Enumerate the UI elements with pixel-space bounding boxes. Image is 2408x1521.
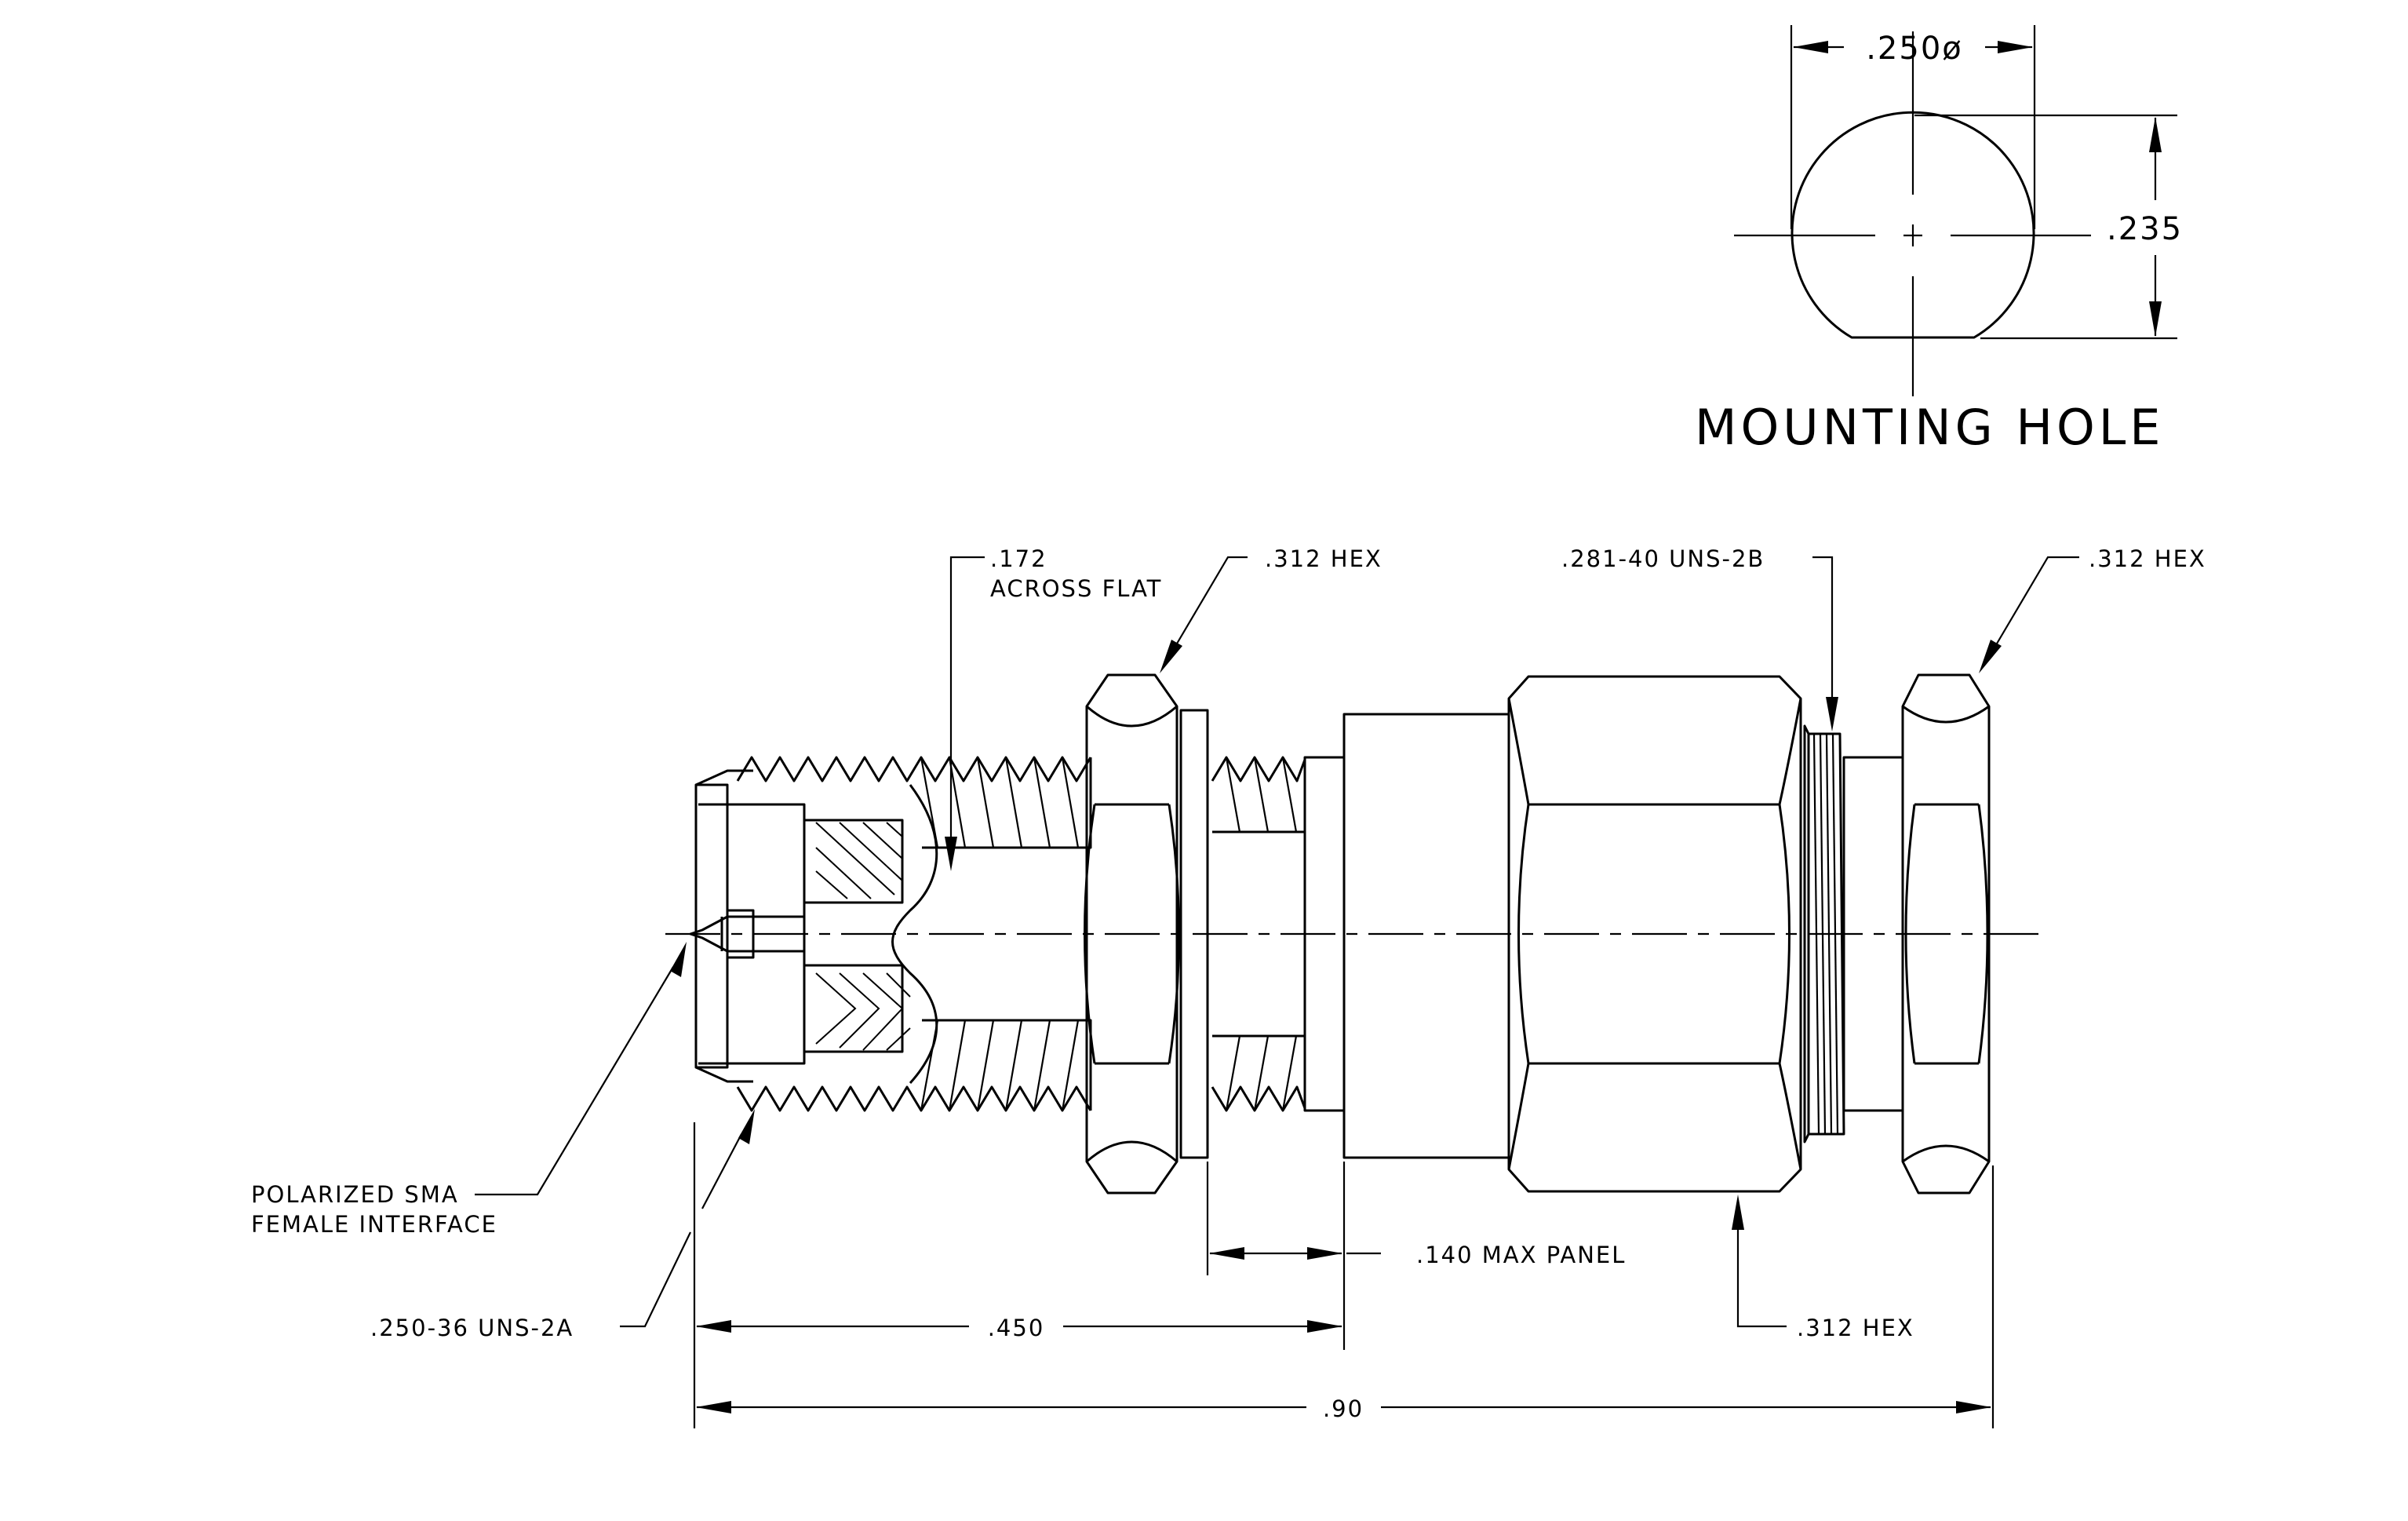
connector-side-view bbox=[665, 673, 2044, 1195]
front-thread-lower bbox=[736, 1085, 1092, 1112]
flange-cham-top bbox=[695, 769, 753, 786]
interface-bore bbox=[727, 909, 755, 959]
dia-arrow-right bbox=[1998, 41, 2033, 53]
thread-right-leader bbox=[1812, 556, 1834, 698]
dielectric-top bbox=[804, 819, 904, 904]
hex-left-arrow bbox=[1160, 640, 1182, 673]
hole-flat-height-label: .235 bbox=[2107, 211, 2183, 247]
interface-body bbox=[698, 803, 806, 1065]
front-flange bbox=[694, 783, 729, 1069]
ht-arrow-bottom bbox=[2149, 301, 2162, 337]
length-overall-label: .90 bbox=[1323, 1395, 1364, 1422]
rear-thread-flanks bbox=[1212, 757, 1305, 1111]
left-hex-nut bbox=[1084, 673, 1180, 1195]
thread-right-label: .281-40 UNS-2B bbox=[1561, 545, 1765, 572]
dim-90-arrow-right bbox=[1956, 1401, 1991, 1413]
across-flat-arrow bbox=[945, 837, 957, 871]
mounting-hole-view: .250ø .235 MOUNTING HOLE bbox=[1695, 25, 2183, 456]
right-hex-nut bbox=[1901, 673, 1991, 1195]
mounting-hole-title: MOUNTING HOLE bbox=[1695, 399, 2164, 456]
section-hatch-lower bbox=[815, 972, 911, 1051]
center-pin bbox=[689, 915, 804, 953]
hole-diameter-label: .250ø bbox=[1866, 31, 1963, 67]
thread-left-leader-upper bbox=[701, 1133, 742, 1209]
hex-right-leader bbox=[1996, 556, 2079, 644]
thread-flanks-lower bbox=[920, 1019, 1092, 1111]
dim-90-arrow-left bbox=[696, 1401, 731, 1413]
thread-left-leader-lower bbox=[620, 1231, 691, 1328]
break-line bbox=[891, 784, 938, 1085]
coupling-hex bbox=[1507, 675, 1802, 1193]
callouts: .172 ACROSS FLAT .312 HEX .281-40 UNS-2B… bbox=[251, 545, 2206, 1428]
across-flat-leader bbox=[949, 556, 985, 844]
lock-washer bbox=[1179, 709, 1209, 1159]
length-front-label: .450 bbox=[988, 1315, 1045, 1341]
panel-label: .140 MAX PANEL bbox=[1416, 1242, 1626, 1268]
across-flat-value: .172 bbox=[990, 545, 1047, 572]
panel-arrow-right bbox=[1307, 1247, 1342, 1260]
hex-right-label: .312 HEX bbox=[2089, 545, 2206, 572]
hex-left-leader bbox=[1176, 556, 1248, 644]
dim-450-arrow-right bbox=[1307, 1320, 1342, 1333]
interface-line1: POLARIZED SMA bbox=[251, 1181, 459, 1208]
hex-bottom-arrow bbox=[1732, 1195, 1744, 1230]
rear-thread-upper bbox=[1211, 756, 1306, 782]
interface-line2: FEMALE INTERFACE bbox=[251, 1211, 497, 1238]
section-hatch-upper bbox=[815, 822, 903, 899]
hex-bottom-leader bbox=[1736, 1224, 1787, 1328]
thread-left-arrow bbox=[738, 1109, 755, 1144]
panel-arrow-left bbox=[1209, 1247, 1244, 1260]
hex-bottom-label: .312 HEX bbox=[1797, 1315, 1914, 1341]
flange-cham-bottom bbox=[695, 1066, 753, 1083]
dim-450-arrow-left bbox=[696, 1320, 731, 1333]
interface-leader bbox=[475, 966, 674, 1196]
main-body bbox=[1342, 713, 1510, 1159]
mounting-hole-outline bbox=[1791, 111, 2035, 339]
front-thread-upper bbox=[736, 756, 1092, 782]
thread-left-label: .250-36 UNS-2A bbox=[370, 1315, 574, 1341]
hex-right-arrow bbox=[1979, 640, 2002, 673]
thread-right-arrow bbox=[1826, 697, 1838, 731]
dielectric-bottom bbox=[804, 964, 904, 1053]
hex-left-label: .312 HEX bbox=[1265, 545, 1383, 572]
rear-thread-lower bbox=[1211, 1085, 1306, 1112]
thread-flanks-upper bbox=[920, 757, 1092, 849]
dia-arrow-left bbox=[1793, 41, 1828, 53]
across-flat-text: ACROSS FLAT bbox=[990, 575, 1162, 602]
interface-arrow bbox=[670, 942, 687, 977]
rear-fine-threads bbox=[1803, 724, 1845, 1143]
ht-arrow-top bbox=[2149, 117, 2162, 152]
